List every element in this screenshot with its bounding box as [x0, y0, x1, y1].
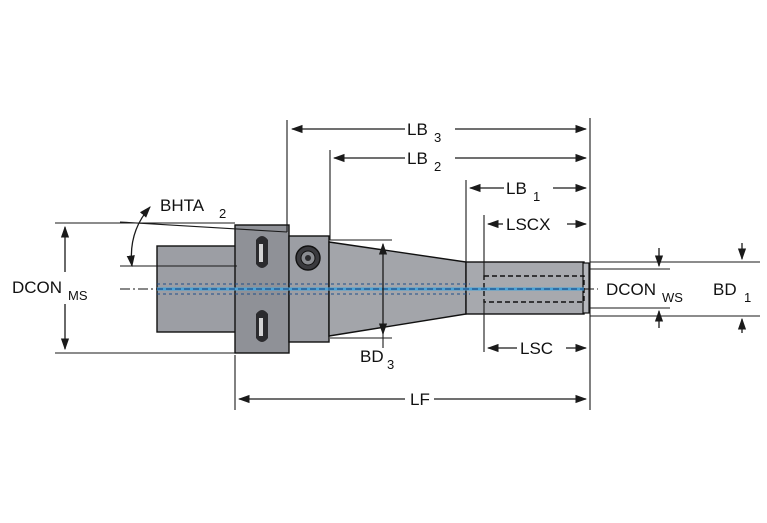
dim-bd1: BD 1 — [713, 243, 751, 333]
dim-lscx: LSCX — [486, 215, 588, 234]
dim-lsc: LSC — [486, 339, 588, 358]
dcon-ms-sub: MS — [68, 288, 88, 303]
bd1-label: BD — [713, 280, 737, 299]
dim-lf: LF — [237, 390, 588, 409]
lb3-label: LB — [407, 120, 428, 139]
dcon-ms-label: DCON — [12, 278, 62, 297]
dim-dcon-ms: DCON MS — [12, 225, 88, 351]
lb2-sub: 2 — [434, 159, 441, 174]
lscx-label: LSCX — [506, 215, 550, 234]
extension-lines — [55, 118, 760, 410]
lsc-label: LSC — [520, 339, 553, 358]
dim-lb2: LB 2 — [332, 149, 588, 174]
dim-dcon-ws: DCON WS — [606, 248, 683, 328]
dim-bd3: BD 3 — [360, 242, 394, 372]
dim-bhta2: BHTA 2 — [126, 196, 226, 268]
bhta2-sub: 2 — [219, 206, 226, 221]
lb2-label: LB — [407, 149, 428, 168]
bd3-sub: 3 — [387, 357, 394, 372]
bd1-sub: 1 — [744, 290, 751, 305]
lb3-sub: 3 — [434, 130, 441, 145]
lf-label: LF — [410, 390, 430, 409]
dcon-ws-sub: WS — [662, 290, 683, 305]
bhta2-label: BHTA — [160, 196, 205, 215]
dim-lb1: LB 1 — [468, 179, 588, 204]
dim-lb3: LB 3 — [290, 120, 588, 145]
dcon-ws-label: DCON — [606, 280, 656, 299]
lb1-label: LB — [506, 179, 527, 198]
tool-body — [120, 224, 598, 354]
bd3-label: BD — [360, 347, 384, 366]
lb1-sub: 1 — [533, 189, 540, 204]
